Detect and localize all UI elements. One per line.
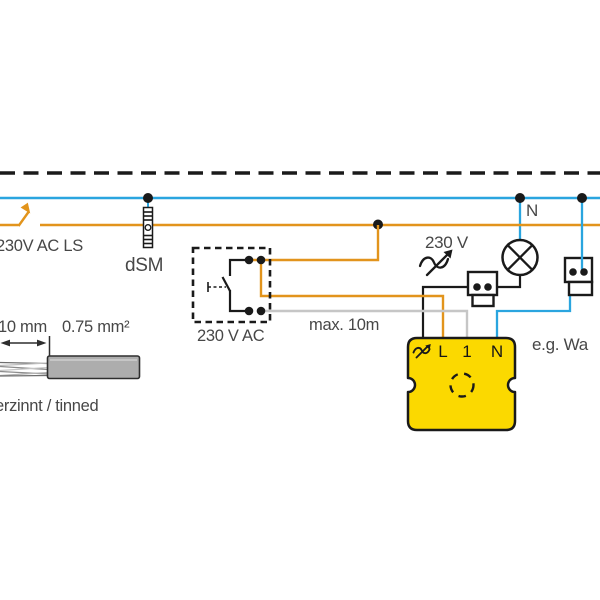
- strip-length-label: 10 mm: [0, 318, 47, 336]
- phase-bus-with-breaker: [0, 202, 600, 227]
- dimension-arrow-left-icon: [0, 339, 10, 347]
- switched-signal-wire: [261, 309, 469, 342]
- max-length-label: max. 10m: [309, 316, 380, 334]
- pushbutton-terminal-dots: [244, 255, 266, 316]
- pushbutton-unit: [191, 246, 272, 324]
- dsm-junction-dot: [143, 193, 153, 203]
- breaker-label: 230V AC LS: [0, 237, 83, 255]
- device-terminal-n: N: [490, 342, 504, 361]
- outlet-neutral-junction-dot: [577, 193, 587, 203]
- device-terminal-1: 1: [462, 342, 472, 361]
- lamp-connector: [466, 270, 499, 308]
- ac-wave-arrow-icon: [418, 249, 453, 277]
- device-neutral-wire: [495, 296, 572, 342]
- device-ac-terminal-icon: [412, 344, 431, 359]
- wire-strands: [0, 361, 49, 377]
- lamp-neutral-junction-dot: [515, 193, 525, 203]
- mains-voltage-label: 230 V: [425, 233, 468, 252]
- breaker-arrow-icon: [20, 202, 31, 214]
- output-note-label: e.g. Wa: [532, 335, 588, 354]
- device-terminal-l: L: [438, 342, 448, 361]
- device-body: [406, 336, 517, 432]
- breaker-blade: [17, 211, 30, 227]
- cable-illustration: [0, 336, 141, 380]
- lamp: [501, 238, 539, 277]
- phase-junction-dot: [373, 219, 383, 230]
- pushbutton-contact-blade: [221, 276, 231, 292]
- outlet-connector: [563, 198, 594, 297]
- dimension-arrow-right-icon: [37, 339, 47, 347]
- device-dashed-circle: [449, 372, 475, 398]
- neutral-bus-label: N: [526, 201, 538, 220]
- tinned-label: erzinnt / tinned: [0, 397, 99, 415]
- phase-to-pushbutton-wire: [249, 225, 380, 262]
- pushbutton-dashed-box: [191, 246, 272, 324]
- relay-device: [406, 336, 517, 432]
- cross-section-label: 0.75 mm²: [62, 318, 130, 336]
- phase-to-device-wire: [259, 262, 445, 342]
- pushbutton-label: 230 V AC: [197, 327, 265, 345]
- wire-insulation: [46, 355, 141, 380]
- dsm-label: dSM: [125, 255, 164, 276]
- dsm-meter: [142, 193, 154, 249]
